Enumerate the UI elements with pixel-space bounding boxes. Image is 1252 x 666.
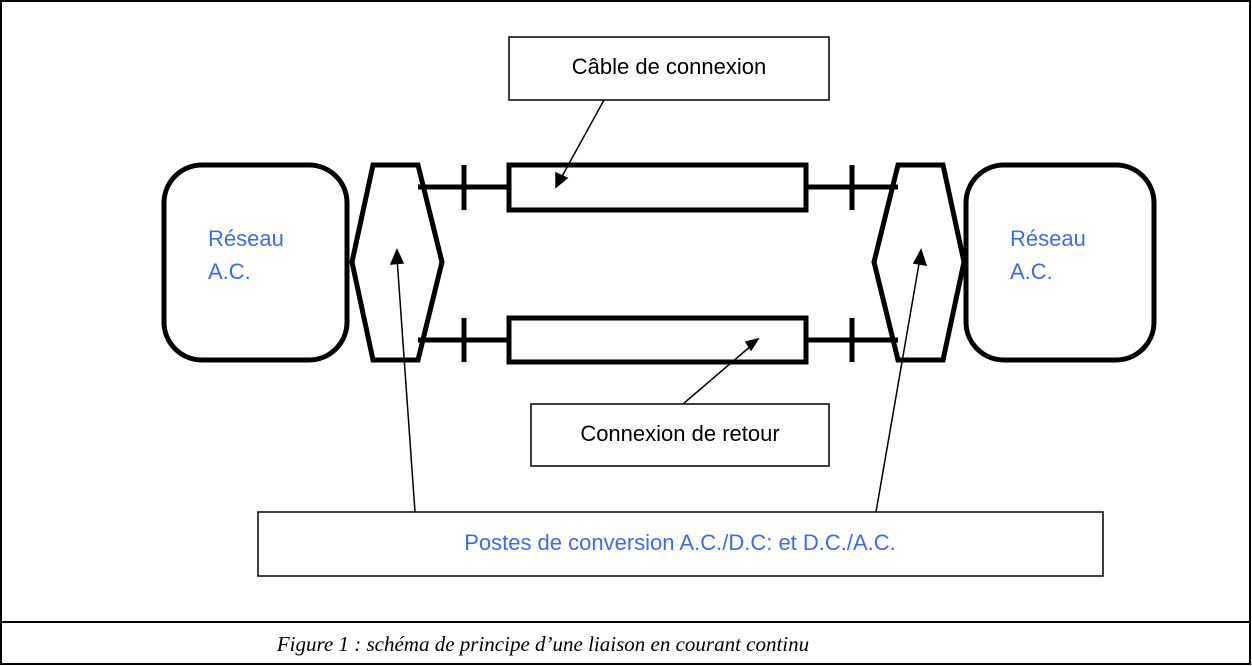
arrow-cable-line [559,99,605,181]
right-converter-station [871,162,967,363]
cable-label-box [508,36,830,101]
figure-caption: Figure 1 : schéma de principe d’une liai… [276,632,809,656]
arrow-left-station-line [396,257,416,513]
right-ac-network-box [963,162,1157,363]
return-element-bottom [506,315,809,365]
right-ac-network-label-line2: A.C. [1010,259,1053,284]
cable-label: Câble de connexion [572,54,766,79]
left-ac-network-label-line2: A.C. [208,259,251,284]
right-ac-network-label-line1: Réseau [1010,226,1086,251]
arrow-right-station-head [912,248,928,266]
left-ac-network-label-line1: Réseau [208,226,284,251]
cable-element-top [506,162,809,213]
arrow-return-line [682,344,753,405]
arrow-return-head [744,337,760,352]
left-ac-network-box [161,162,350,363]
return-label: Connexion de retour [580,421,779,446]
arrow-right-station-line [875,257,921,513]
arrow-left-station-head [389,248,405,265]
left-converter-station [349,162,445,363]
stations-label: Postes de conversion A.C./D.C: et D.C./A… [464,530,896,555]
stations-label-box [257,511,1104,577]
return-label-box [530,403,830,467]
arrow-cable-head [555,171,569,189]
